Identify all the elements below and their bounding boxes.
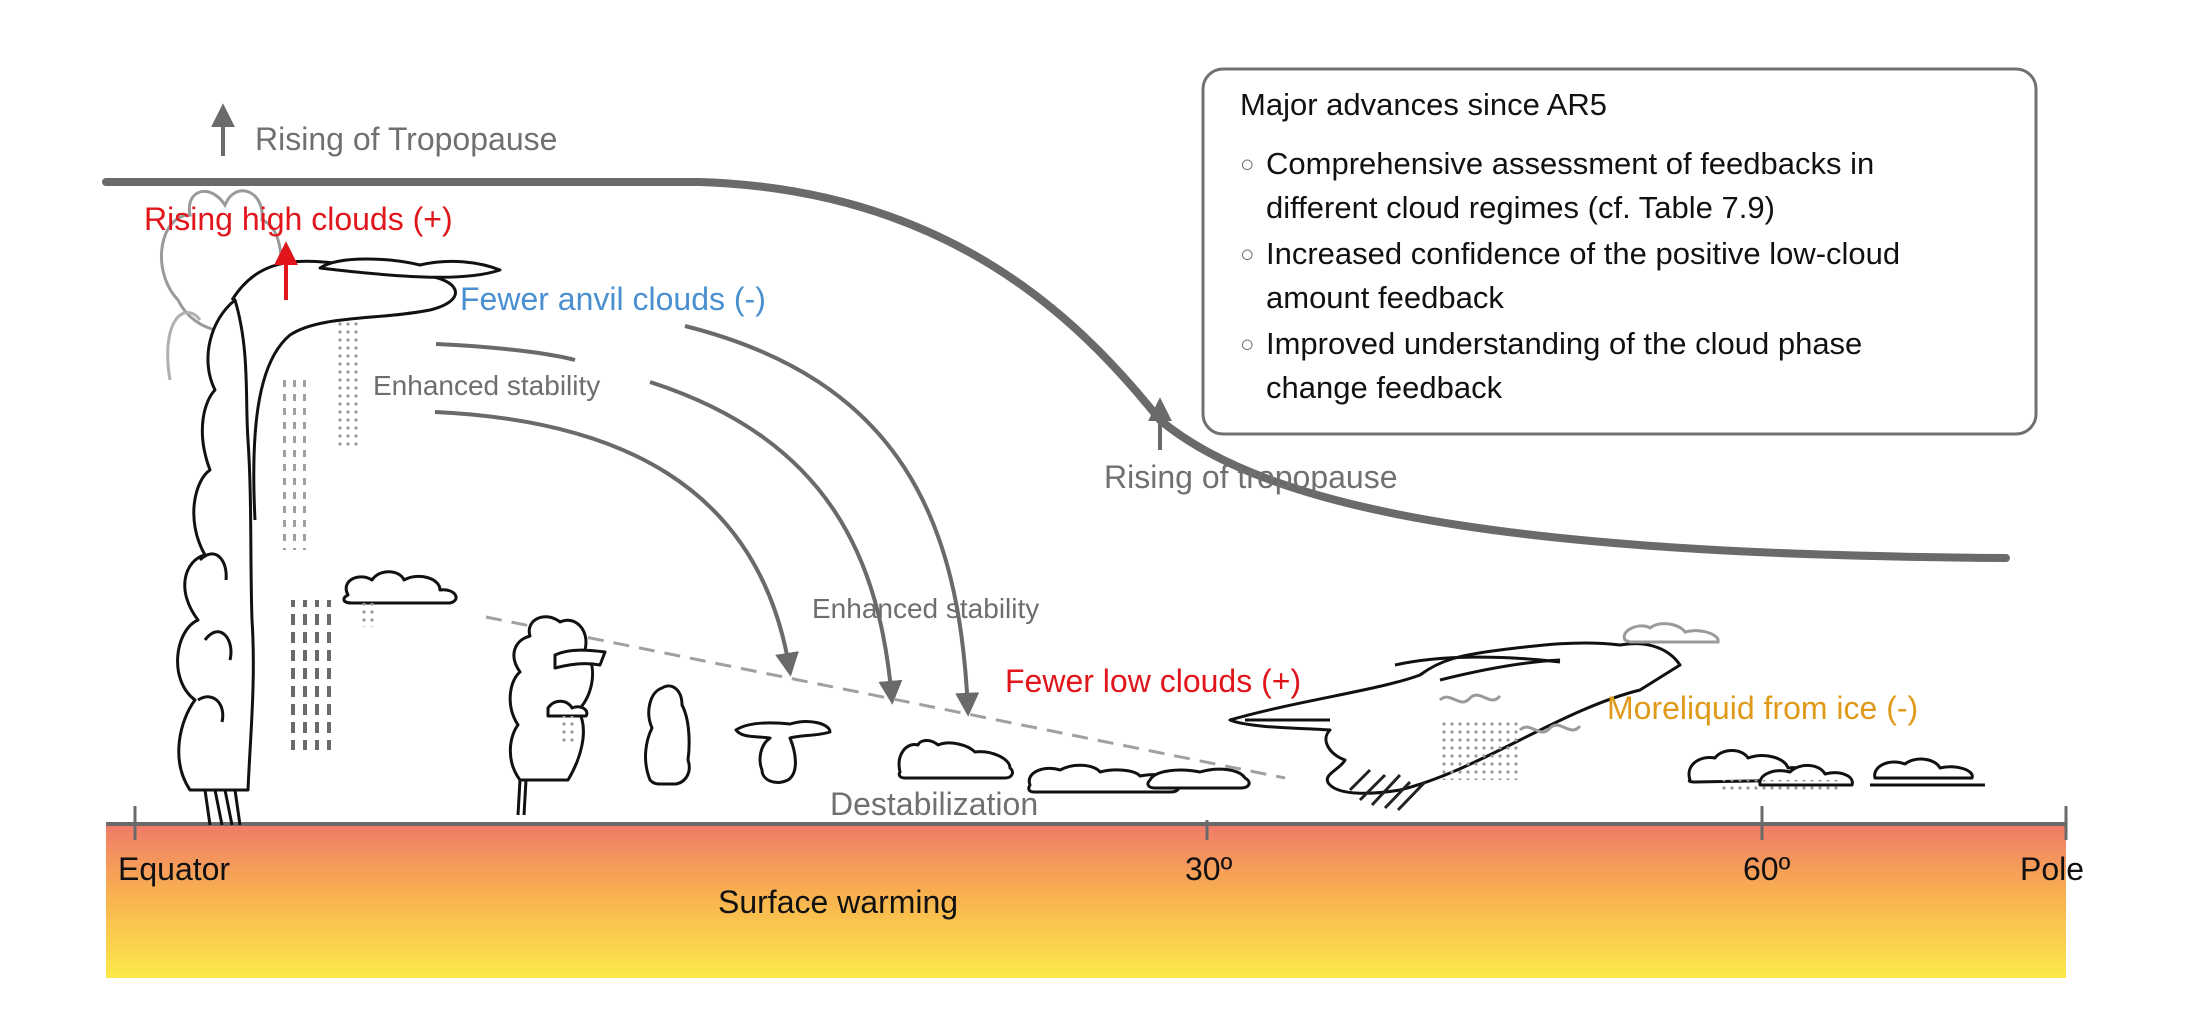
deep-convection-tower (159, 189, 502, 826)
small-cumulus-cloud (342, 570, 458, 627)
more-liquid-label: Moreliquid from ice (-) (1607, 690, 1918, 726)
high-latitude-clouds (1687, 749, 1985, 794)
advances-box-title: Major advances since AR5 (1240, 87, 1607, 122)
tick-label-60: 60º (1743, 851, 1791, 887)
subsidence-arrow-3 (684, 324, 980, 717)
stratocumulus-cloud (897, 739, 1251, 794)
rising-tropopause-right-label: Rising of tropopause (1104, 459, 1398, 495)
cumulus-cloud (644, 684, 691, 786)
tick-label-30: 30º (1185, 851, 1233, 887)
surface-warming-band (106, 824, 2066, 978)
tropopause-line (102, 178, 2010, 562)
tick-label-pole: Pole (2020, 851, 2084, 887)
advances-item-3-line2: change feedback (1266, 370, 1503, 405)
advances-item-1-line2: different cloud regimes (cf. Table 7.9) (1266, 190, 1775, 225)
advances-item-2-line2: amount feedback (1266, 280, 1504, 315)
advances-item-3-line1: Improved understanding of the cloud phas… (1266, 326, 1862, 361)
subsidence-arrow-2 (649, 380, 903, 705)
rising-high-clouds-label: Rising high clouds (+) (144, 201, 453, 237)
cumulus-congestus-tower (508, 615, 607, 816)
subsidence-arrow-1 (434, 410, 799, 677)
advances-item-1-line1: Comprehensive assessment of feedbacks in (1266, 146, 1874, 181)
advances-item-2-line1: Increased confidence of the positive low… (1266, 236, 1900, 271)
inversion-dashed-line (485, 615, 1286, 780)
destabilization-label: Destabilization (830, 786, 1038, 822)
fewer-anvil-clouds-label: Fewer anvil clouds (-) (460, 281, 766, 317)
advances-bullet-2: ○ (1240, 241, 1255, 268)
tick-label-equator: Equator (118, 851, 230, 887)
midlatitude-frontal-cloud (1228, 622, 1720, 812)
surface-warming-label: Surface warming (718, 884, 958, 920)
advances-bullet-3: ○ (1240, 331, 1255, 358)
enhanced-stability-top-label: Enhanced stability (373, 370, 600, 401)
subsidence-arrow-0 (435, 342, 576, 362)
advances-box: Major advances since AR5 ○ Comprehensive… (1201, 67, 2038, 436)
sheared-cumulus-cloud (734, 720, 832, 784)
enhanced-stability-mid-label: Enhanced stability (812, 593, 1039, 624)
rising-tropopause-left-label: Rising of Tropopause (255, 121, 557, 157)
advances-bullet-1: ○ (1240, 151, 1255, 178)
fewer-low-clouds-label: Fewer low clouds (+) (1005, 663, 1301, 699)
